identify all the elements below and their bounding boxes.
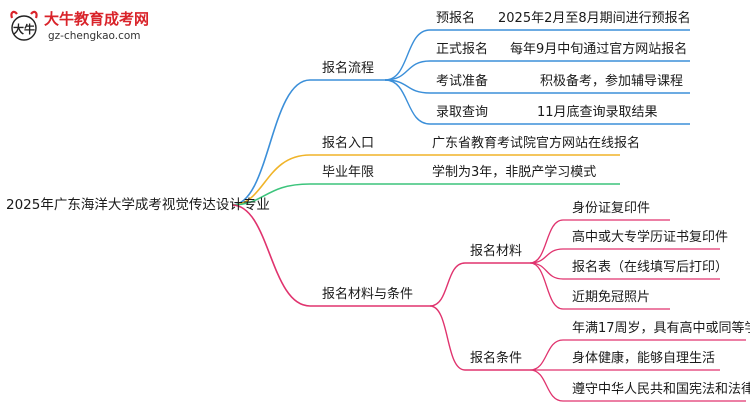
condition-item: 年满17周岁，具有高中或同等学历 bbox=[572, 321, 750, 336]
connector-material-0 bbox=[529, 219, 564, 264]
connector-process-item-0 bbox=[384, 29, 431, 81]
branch-materials-label: 报名材料与条件 bbox=[322, 287, 414, 302]
bull-logo-icon: 大牛 bbox=[10, 10, 38, 41]
branch-duration-detail: 学制为3年，非脱产学习模式 bbox=[432, 165, 597, 180]
process-item-name: 正式报名 bbox=[436, 42, 489, 57]
condition-item: 身体健康，能够自理生活 bbox=[572, 351, 716, 366]
process-item-detail: 积极备考，参加辅导课程 bbox=[540, 74, 684, 89]
process-item-name: 预报名 bbox=[436, 11, 476, 26]
material-item: 近期免冠照片 bbox=[572, 290, 651, 305]
connector-material-3 bbox=[529, 262, 564, 310]
connector-process-item-3 bbox=[384, 79, 431, 125]
branch-entry-label: 报名入口 bbox=[322, 136, 375, 151]
material-item: 报名表（在线填写后打印） bbox=[572, 260, 729, 275]
process-item-name: 录取查询 bbox=[436, 105, 489, 120]
material-item: 身份证复印件 bbox=[572, 201, 651, 216]
connector-material-2 bbox=[529, 262, 564, 280]
conditions-sub-label: 报名条件 bbox=[470, 351, 523, 366]
connector-to-materials bbox=[429, 262, 466, 307]
branch-duration-label: 毕业年限 bbox=[322, 165, 375, 180]
process-item-name: 考试准备 bbox=[436, 74, 489, 89]
process-item-detail: 每年9月中旬通过官方网站报名 bbox=[510, 42, 688, 57]
connector-to-conditions bbox=[429, 305, 466, 371]
connector-root-duration bbox=[231, 183, 311, 206]
connector-root-process bbox=[231, 79, 311, 206]
process-item-detail: 2025年2月至8月期间进行预报名 bbox=[498, 11, 691, 26]
root-topic: 2025年广东海洋大学成考视觉传达设计专业 bbox=[6, 197, 270, 213]
connector-root-materials bbox=[231, 204, 311, 307]
branch-process-label: 报名流程 bbox=[322, 61, 375, 76]
logo-title: 大牛教育成考网 bbox=[44, 10, 150, 28]
connector-condition-2 bbox=[529, 369, 564, 402]
connector-process-item-1 bbox=[384, 60, 431, 81]
process-item-detail: 11月底查询录取结果 bbox=[537, 105, 658, 120]
connector-root-entry bbox=[231, 154, 311, 206]
site-logo[interactable]: 大牛 大牛教育成考网 gz-chengkao.com bbox=[8, 6, 158, 50]
connector-condition-0 bbox=[529, 339, 564, 371]
branch-entry-detail: 广东省教育考试院官方网站在线报名 bbox=[432, 136, 641, 151]
material-item: 高中或大专学历证书复印件 bbox=[572, 230, 729, 245]
condition-item: 遵守中华人民共和国宪法和法律 bbox=[572, 382, 750, 397]
materials-sub-label: 报名材料 bbox=[470, 244, 523, 259]
logo-url: gz-chengkao.com bbox=[48, 30, 141, 42]
connector-material-1 bbox=[529, 248, 564, 264]
svg-text:大牛: 大牛 bbox=[13, 22, 35, 36]
